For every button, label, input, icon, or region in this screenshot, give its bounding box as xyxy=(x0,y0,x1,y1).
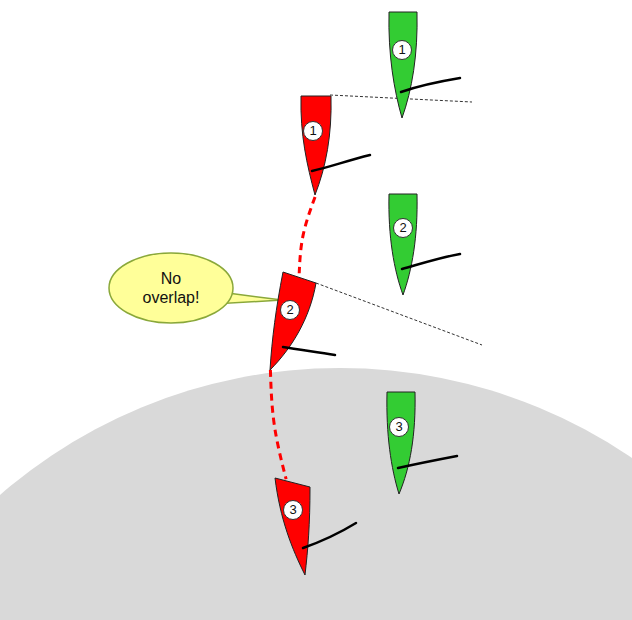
boom xyxy=(398,456,457,468)
callout-bubble xyxy=(109,253,233,323)
hull xyxy=(389,194,417,295)
boom xyxy=(312,155,370,171)
boat-number: 1 xyxy=(392,40,412,60)
hull xyxy=(301,96,331,195)
boat: 2 xyxy=(388,192,418,297)
hull-shape xyxy=(270,474,316,578)
speech-callout: No overlap! xyxy=(108,252,234,324)
hull xyxy=(387,392,415,494)
course-track xyxy=(299,197,315,273)
boat: 3 xyxy=(386,390,416,496)
hull xyxy=(270,272,316,370)
hull-shape xyxy=(262,268,322,373)
hull-shape xyxy=(388,10,418,120)
zone-circle xyxy=(0,368,632,620)
boat-number: 3 xyxy=(283,500,303,520)
callout-shape xyxy=(108,252,234,324)
hull-shape xyxy=(300,95,332,197)
transom-line xyxy=(316,283,482,345)
boat: 2 xyxy=(262,268,322,373)
boat: 3 xyxy=(270,474,316,578)
boom xyxy=(401,78,460,92)
hull-shape xyxy=(386,390,416,496)
hull xyxy=(275,478,310,575)
boat-number: 2 xyxy=(393,218,413,238)
hull xyxy=(389,12,417,118)
boom xyxy=(303,523,356,548)
boat-number: 3 xyxy=(389,417,409,437)
boat-number: 1 xyxy=(303,121,323,141)
boom xyxy=(402,254,460,269)
callout-text: No overlap! xyxy=(133,269,209,307)
hull-shape xyxy=(388,192,418,297)
boat: 1 xyxy=(300,95,332,197)
boat: 1 xyxy=(388,10,418,120)
boom xyxy=(283,347,335,355)
boat-number: 2 xyxy=(280,300,300,320)
course-track xyxy=(270,370,286,479)
